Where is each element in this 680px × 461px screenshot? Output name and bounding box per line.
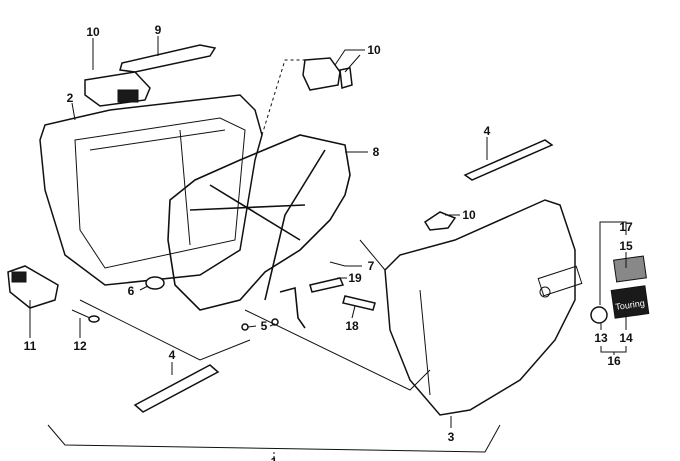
callout-13: 13 [594,331,608,345]
strap-bracket[interactable] [342,295,376,311]
callout-labels: 10 9 2 10 8 4 10 17 15 7 19 6 5 18 11 12… [24,23,633,461]
lock-bracket[interactable] [302,57,341,91]
callout-14: 14 [619,331,633,345]
callout-5: 5 [261,319,268,333]
callout-12: 12 [73,339,87,353]
washer [241,323,249,331]
callout-19: 19 [348,271,362,285]
callout-9: 9 [155,23,162,37]
callout-17: 17 [619,220,633,234]
callout-2: 2 [67,91,74,105]
rubber-bumper[interactable] [145,276,165,290]
callout-8: 8 [373,145,380,159]
latch-clip[interactable] [339,67,353,89]
hinge-block [117,89,139,103]
touring-badge-text: Touring [615,298,646,312]
callout-4: 4 [484,124,491,138]
leader-lines [29,36,627,458]
bmw-emblem[interactable] [590,306,608,324]
inner-frame[interactable] [167,134,351,311]
callout-10: 10 [86,25,100,39]
callout-10: 10 [367,43,381,57]
callout-7: 7 [368,259,375,273]
key[interactable] [71,309,91,319]
touring-badge[interactable] [610,285,650,319]
case-body[interactable] [39,94,263,286]
callout-15: 15 [619,239,633,253]
lock-cap [11,271,27,283]
rail-upper[interactable] [463,139,554,181]
handle[interactable] [119,44,217,73]
callout-6: 6 [128,284,135,298]
reflector-plate[interactable] [613,255,647,283]
callout-10: 10 [462,208,476,222]
callout-16: 16 [607,354,621,368]
callout-11: 11 [24,339,37,353]
clip[interactable] [423,211,457,231]
strap-link[interactable] [309,277,345,293]
stay-arm[interactable] [279,286,306,329]
callout-4: 4 [169,348,176,362]
callout-3: 3 [448,430,455,444]
callout-18: 18 [345,319,359,333]
key-bow [88,315,100,323]
callout-1: 1 [271,455,278,461]
rail-lower[interactable] [133,364,220,413]
case-lid[interactable] [384,199,583,416]
